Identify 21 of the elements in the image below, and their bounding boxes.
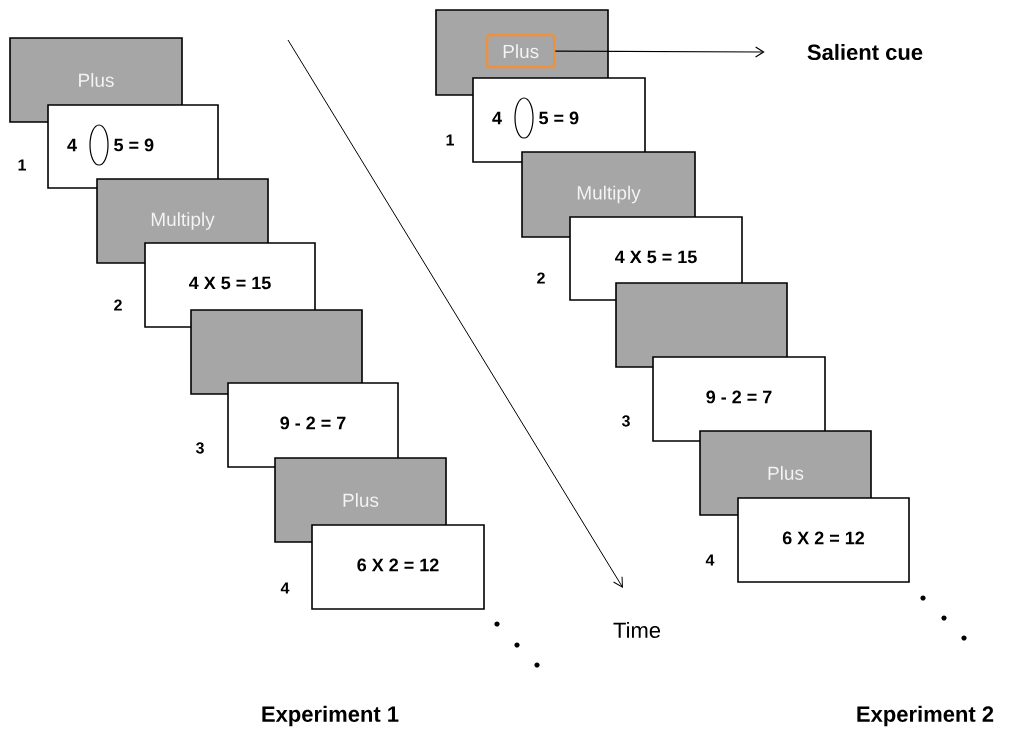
highlighted-cue: Plus: [486, 34, 556, 69]
experiment-label: Experiment 2: [857, 705, 994, 727]
step-number: 1: [446, 134, 454, 146]
step-number: 3: [195, 442, 204, 454]
step-number: 4: [705, 554, 715, 566]
equation-card: 4 5 = 9: [47, 104, 219, 189]
blank-card: [615, 282, 788, 368]
step-number: 2: [114, 299, 122, 311]
arrow: [554, 46, 765, 58]
equation-card: 9 - 2 = 7: [227, 382, 399, 468]
cue-label: Salient cue: [807, 43, 923, 61]
equation-card: 6 X 2 = 12: [737, 497, 910, 583]
step-number: 4: [280, 582, 290, 594]
step-number: 3: [621, 415, 630, 427]
step-number: 1: [18, 159, 26, 171]
step-number: 2: [537, 272, 545, 284]
experiment-label: Experiment 1: [262, 705, 399, 727]
equation-card: 9 - 2 = 7: [652, 356, 826, 442]
equation-card: 4 5 = 9: [472, 77, 646, 163]
equation-card: 6 X 2 = 12: [311, 524, 485, 610]
time-label: Time: [613, 621, 661, 639]
